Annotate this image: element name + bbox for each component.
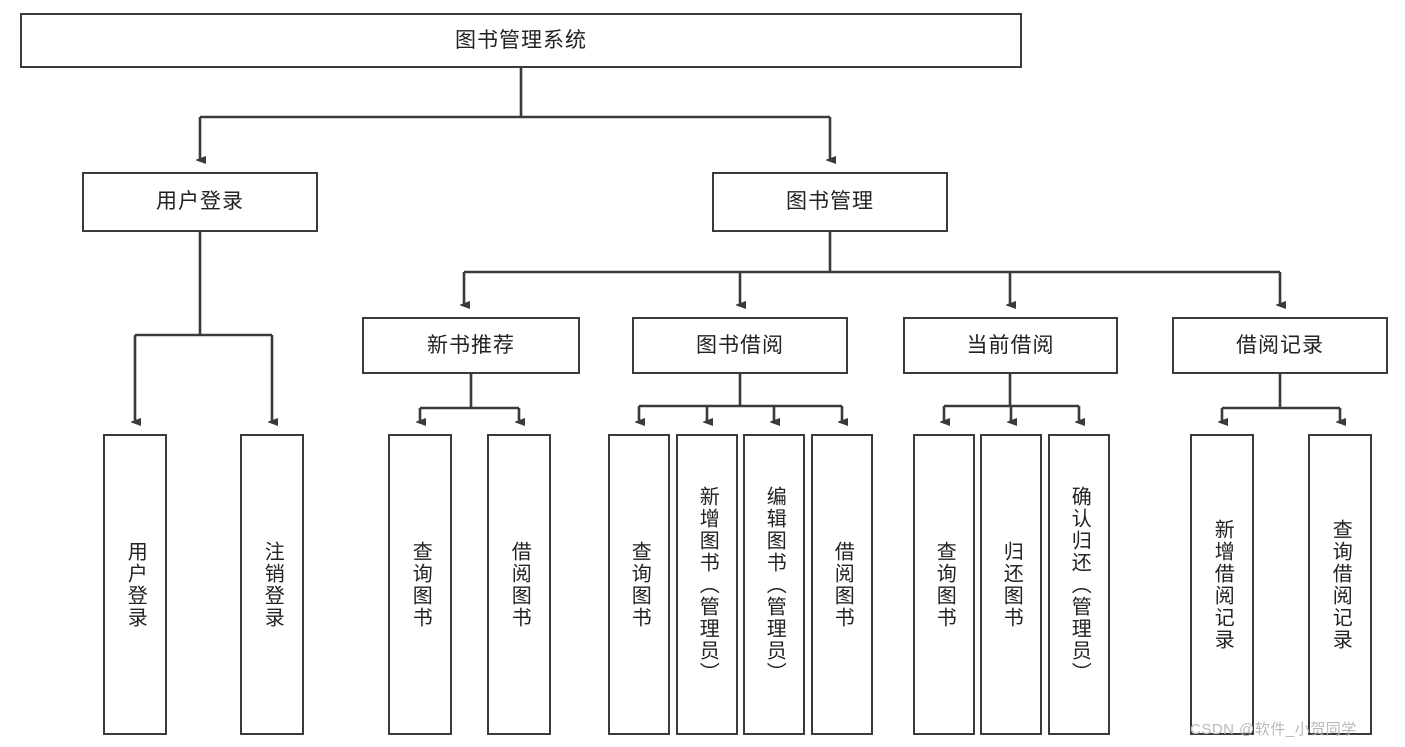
leaf-add-book[interactable]: 新增图书（管理员）	[676, 434, 738, 735]
node-book-borrow[interactable]: 图书借阅	[632, 317, 848, 374]
node-book-borrow-label: 图书借阅	[696, 333, 784, 357]
node-borrow-record-label: 借阅记录	[1236, 333, 1324, 357]
node-user-login-label: 用户登录	[156, 190, 244, 214]
node-root-label: 图书管理系统	[455, 28, 587, 52]
leaf-user-login-label: 用户登录	[124, 540, 147, 629]
leaf-borrow-book-1[interactable]: 借阅图书	[487, 434, 551, 735]
node-current-borrow-label: 当前借阅	[966, 333, 1055, 357]
node-new-book-recommend-label: 新书推荐	[427, 333, 515, 357]
node-borrow-record[interactable]: 借阅记录	[1172, 317, 1388, 374]
leaf-query-book-1-label: 查询图书	[409, 540, 432, 629]
leaf-edit-book-label: 编辑图书（管理员）	[763, 485, 786, 684]
leaf-add-record[interactable]: 新增借阅记录	[1190, 434, 1254, 735]
leaf-add-record-label: 新增借阅记录	[1211, 518, 1234, 651]
leaf-query-book-2[interactable]: 查询图书	[608, 434, 670, 735]
leaf-borrow-book-1-label: 借阅图书	[508, 540, 531, 629]
leaf-user-login[interactable]: 用户登录	[103, 434, 167, 735]
leaf-logout-label: 注销登录	[261, 540, 284, 629]
node-current-borrow[interactable]: 当前借阅	[903, 317, 1118, 374]
leaf-return-book-label: 归还图书	[1000, 540, 1023, 629]
leaf-query-record[interactable]: 查询借阅记录	[1308, 434, 1372, 735]
csdn-watermark: CSDN @软件_小贺同学	[1190, 721, 1357, 738]
leaf-borrow-book-2-label: 借阅图书	[831, 540, 854, 629]
leaf-query-book-3[interactable]: 查询图书	[913, 434, 975, 735]
leaf-return-book[interactable]: 归还图书	[980, 434, 1042, 735]
leaf-query-book-2-label: 查询图书	[628, 540, 651, 629]
node-book-manage-label: 图书管理	[786, 190, 874, 214]
leaf-logout[interactable]: 注销登录	[240, 434, 304, 735]
leaf-edit-book[interactable]: 编辑图书（管理员）	[743, 434, 805, 735]
leaf-confirm-return-label: 确认归还（管理员）	[1068, 485, 1091, 684]
node-root[interactable]: 图书管理系统	[20, 13, 1022, 68]
node-book-manage[interactable]: 图书管理	[712, 172, 948, 232]
leaf-add-book-label: 新增图书（管理员）	[696, 485, 719, 684]
leaf-query-book-3-label: 查询图书	[933, 540, 956, 629]
leaf-borrow-book-2[interactable]: 借阅图书	[811, 434, 873, 735]
node-user-login[interactable]: 用户登录	[82, 172, 318, 232]
node-new-book-recommend[interactable]: 新书推荐	[362, 317, 580, 374]
leaf-query-book-1[interactable]: 查询图书	[388, 434, 452, 735]
leaf-query-record-label: 查询借阅记录	[1329, 518, 1352, 651]
leaf-confirm-return[interactable]: 确认归还（管理员）	[1048, 434, 1110, 735]
